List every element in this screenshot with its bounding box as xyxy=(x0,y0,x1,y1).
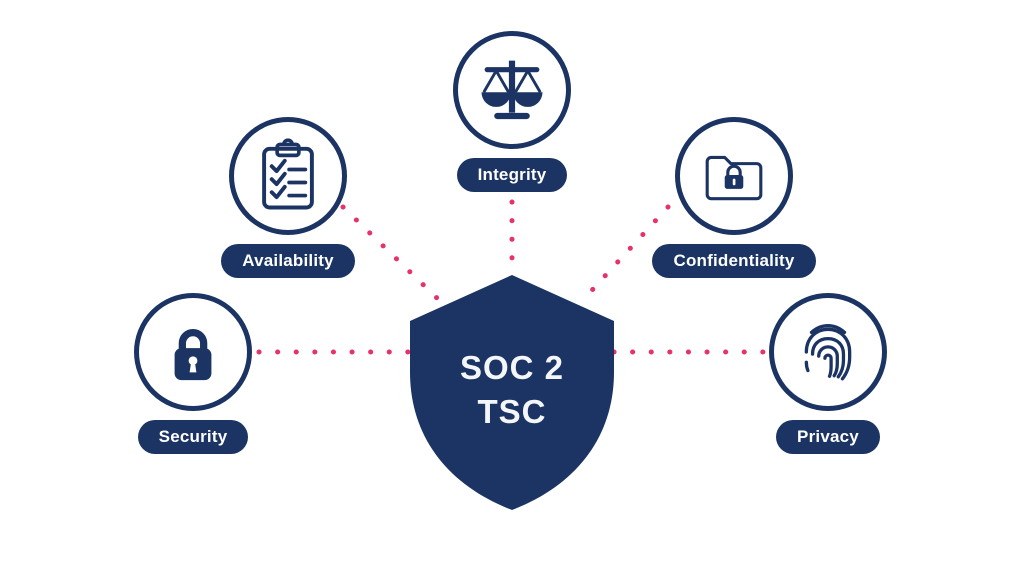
integrity-label: Integrity xyxy=(456,158,568,192)
confidentiality-label: Confidentiality xyxy=(652,244,816,278)
security-label: Security xyxy=(137,420,249,454)
availability-circle xyxy=(229,117,347,235)
shield-title-line1: SOC 2 xyxy=(459,349,565,386)
integrity-circle xyxy=(453,31,571,149)
shield-title-line2: TSC xyxy=(477,393,547,430)
clipboard-checklist-icon xyxy=(262,138,314,210)
soc2-shield: SOC 2 TSC xyxy=(405,272,619,512)
security-circle xyxy=(134,293,252,411)
availability-label: Availability xyxy=(221,244,355,278)
node-confidentiality: Confidentiality xyxy=(649,117,819,278)
privacy-label: Privacy xyxy=(776,420,880,454)
confidentiality-circle xyxy=(675,117,793,235)
node-security: Security xyxy=(108,293,278,454)
lock-icon xyxy=(174,329,212,381)
privacy-circle xyxy=(769,293,887,411)
shield-shape xyxy=(410,275,614,510)
node-integrity: Integrity xyxy=(427,31,597,192)
fingerprint-icon xyxy=(804,324,852,381)
node-privacy: Privacy xyxy=(743,293,913,454)
node-availability: Availability xyxy=(203,117,373,278)
scales-icon xyxy=(481,60,543,120)
folder-lock-icon xyxy=(705,155,763,201)
shield-title: SOC 2 TSC xyxy=(405,346,619,434)
